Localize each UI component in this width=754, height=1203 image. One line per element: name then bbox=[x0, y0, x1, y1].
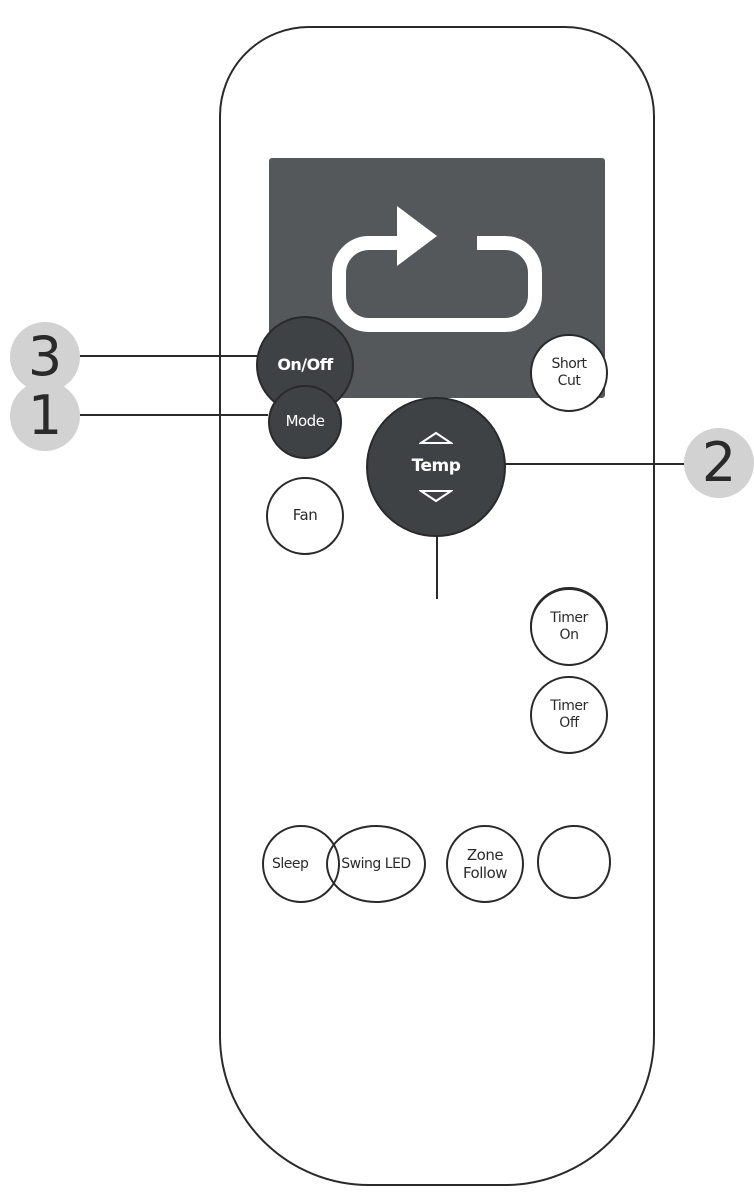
sleep-label: Sleep bbox=[272, 855, 309, 872]
short-cut-button[interactable]: Short Cut bbox=[530, 334, 608, 412]
timer-off-button[interactable]: Timer Off bbox=[530, 676, 608, 754]
blank-button[interactable] bbox=[537, 825, 611, 899]
swing-label: Swing bbox=[341, 855, 381, 872]
temp-down-icon[interactable] bbox=[418, 489, 453, 503]
fan-button[interactable]: Fan bbox=[266, 477, 344, 555]
short-cut-label-line-2: Cut bbox=[557, 373, 581, 389]
callout-line-3 bbox=[80, 355, 258, 357]
timer-on-label-line-1: Timer bbox=[550, 610, 588, 627]
led-label: LED bbox=[384, 855, 411, 872]
temp-stack: Temp bbox=[412, 431, 461, 503]
timer-on-label-line-2: On bbox=[559, 627, 579, 643]
zone-follow-label-line-1: Zone bbox=[466, 846, 504, 864]
callout-number-3: 3 bbox=[10, 322, 80, 392]
zone-follow-label-line-2: Follow bbox=[462, 864, 508, 882]
timer-on-label: Timer On bbox=[550, 610, 588, 644]
fan-label: Fan bbox=[292, 506, 318, 525]
temp-button[interactable]: Temp bbox=[366, 397, 506, 537]
short-cut-label: Short Cut bbox=[551, 356, 587, 390]
repeat-icon bbox=[332, 206, 542, 332]
callout-line-1 bbox=[80, 414, 268, 416]
temp-label: Temp bbox=[411, 456, 461, 477]
timer-off-label-line-1: Timer bbox=[550, 698, 588, 715]
swing-led-button[interactable]: Swing LED bbox=[326, 825, 426, 903]
callout-number-1: 1 bbox=[10, 381, 80, 451]
timer-on-button-labeled[interactable]: Timer On bbox=[530, 588, 608, 666]
timer-off-label-line-2: Off bbox=[559, 715, 579, 731]
mode-label: Mode bbox=[285, 412, 325, 431]
zone-follow-label: Zone Follow bbox=[462, 846, 508, 882]
callout-line-2-horizontal bbox=[436, 463, 686, 465]
callout-number-2: 2 bbox=[684, 428, 754, 498]
on-off-label: On/Off bbox=[277, 354, 333, 374]
temp-up-icon[interactable] bbox=[418, 431, 453, 445]
mode-button[interactable]: Mode bbox=[268, 385, 342, 459]
zone-follow-button[interactable]: Zone Follow bbox=[446, 825, 524, 903]
timer-off-label: Timer Off bbox=[550, 698, 588, 732]
short-cut-label-line-1: Short bbox=[551, 356, 587, 373]
